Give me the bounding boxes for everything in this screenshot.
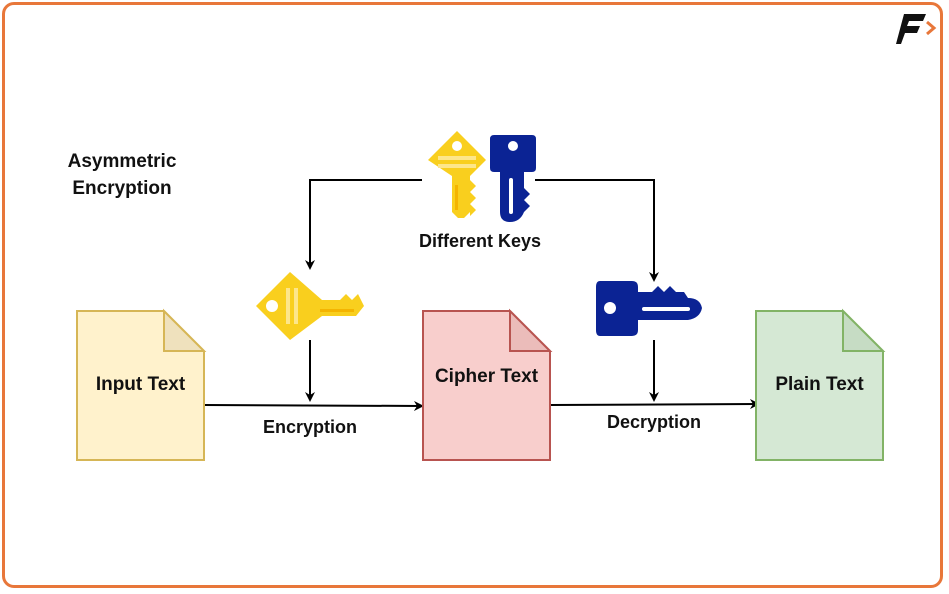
plain-text-label: Plain Text (775, 374, 864, 395)
decryption-label: Decryption (606, 412, 702, 432)
private-key-icon (490, 135, 536, 222)
title-line-2: Encryption (72, 178, 172, 199)
encryption-label: Encryption (262, 417, 357, 437)
decryption-key-icon (596, 281, 702, 336)
connector-keys-to-decryption (535, 179, 659, 282)
public-key-icon (428, 131, 486, 218)
input-text-label: Input Text (95, 374, 186, 395)
diagram-title: Asymmetric Encryption (62, 148, 182, 202)
document-plain-text (755, 308, 886, 461)
encryption-key-icon (256, 272, 364, 340)
arrow-input-to-cipher (203, 400, 424, 411)
different-keys-label: Different Keys (418, 231, 542, 251)
arrow-cipher-to-plain (549, 399, 760, 410)
cipher-text-label: Cipher Text (434, 366, 539, 387)
diagram-frame (2, 2, 943, 588)
brand-logo-icon (896, 14, 937, 44)
title-line-1: Asymmetric (67, 151, 177, 172)
document-cipher-text (422, 308, 553, 461)
document-input-text (76, 308, 207, 461)
connector-keys-to-encryption (305, 179, 422, 270)
